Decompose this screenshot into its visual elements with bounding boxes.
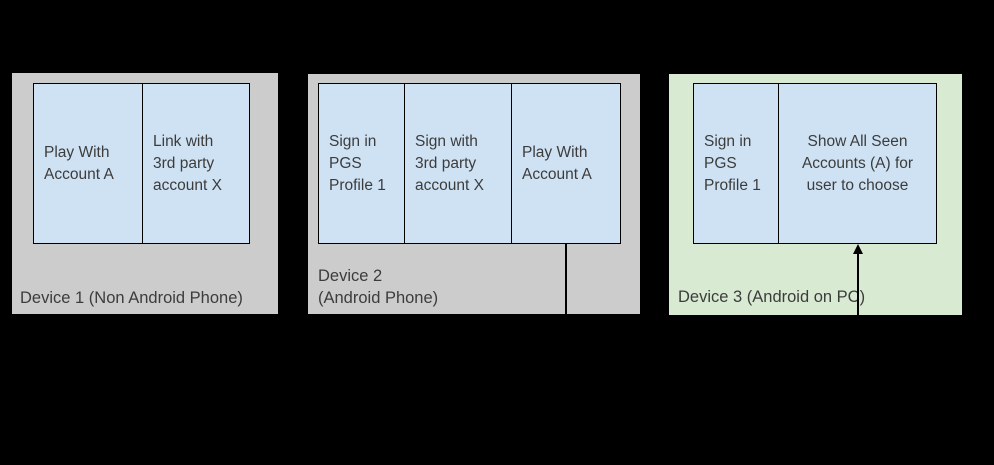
step-text-line: user to choose [806, 176, 909, 194]
step-text-line: account X [415, 176, 484, 194]
device-3-box: Sign in PGS Profile 1 Show All Seen Acco… [669, 74, 962, 315]
step-text-line: Account A [522, 165, 592, 183]
step-text-line: Sign in [329, 132, 377, 150]
arrow-up-icon [853, 244, 863, 254]
device-label-line: (Android Phone) [318, 289, 439, 307]
step-text-line: Sign with [415, 132, 478, 150]
step-text-line: Sign in [704, 132, 752, 150]
step-sign-in-pgs-profile-1: Sign in PGS Profile 1 [318, 83, 405, 244]
device-1-box: Play With Account A Link with 3rd party … [12, 73, 278, 314]
connector-line-up-device3 [857, 252, 859, 315]
step-text-line: Account A [44, 165, 114, 183]
step-text-line: Accounts (A) for [801, 154, 914, 172]
device-1-label: Device 1 (Non Android Phone) [20, 287, 243, 309]
step-text-line: Play With [522, 143, 588, 161]
step-text-line: PGS [704, 154, 737, 172]
device-label-line: Device 1 (Non Android Phone) [20, 289, 243, 307]
step-text-line: Link with [153, 132, 214, 150]
device-label-line: Device 3 (Android on PC) [678, 288, 866, 306]
device-3-label: Device 3 (Android on PC) [678, 286, 865, 308]
step-text-line: Profile 1 [329, 176, 386, 194]
device-2-label: Device 2 (Android Phone) [318, 265, 438, 309]
step-text-line: Show All Seen [807, 132, 908, 150]
step-play-with-account-a: Play With Account A [33, 83, 143, 244]
step-text-line: Play With [44, 143, 110, 161]
device-label-line: Device 2 [318, 267, 383, 285]
device-2-box: Sign in PGS Profile 1 Sign with 3rd part… [308, 74, 640, 314]
step-text-line: 3rd party [153, 154, 215, 172]
step-play-with-account-a: Play With Account A [511, 83, 621, 244]
step-link-3rd-party-account-x: Link with 3rd party account X [142, 83, 250, 244]
step-text-line: PGS [329, 154, 362, 172]
step-show-all-seen-accounts: Show All Seen Accounts (A) for user to c… [778, 83, 937, 244]
connector-line-down-device2 [565, 243, 567, 314]
step-text-line: account X [153, 176, 222, 194]
step-sign-in-pgs-profile-1: Sign in PGS Profile 1 [693, 83, 779, 244]
step-text-line: Profile 1 [704, 176, 761, 194]
step-text-line: 3rd party [415, 154, 477, 172]
step-sign-with-3rd-party-account-x: Sign with 3rd party account X [404, 83, 512, 244]
